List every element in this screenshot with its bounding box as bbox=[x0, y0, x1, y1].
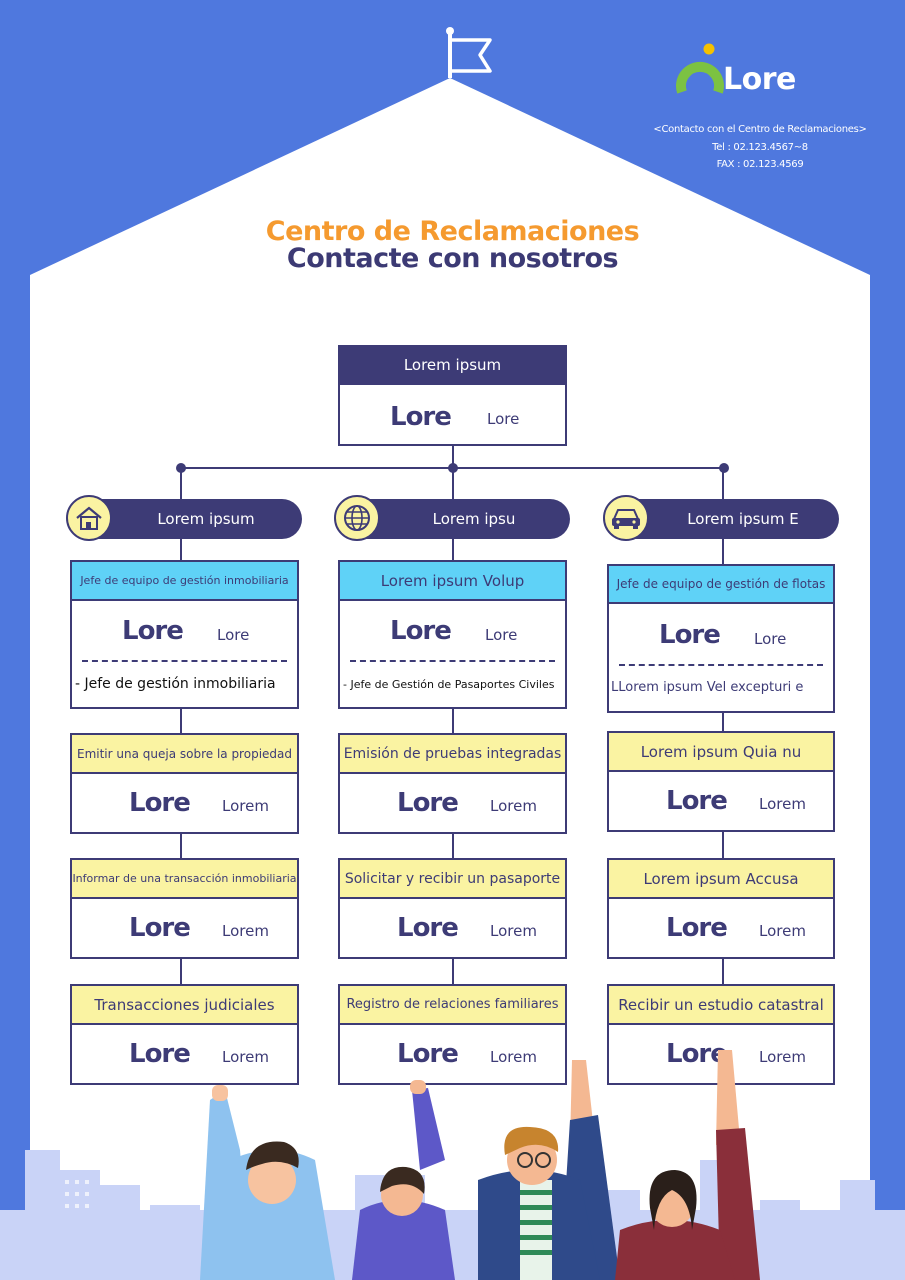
service-big: Lore bbox=[129, 913, 191, 943]
service-head: Registro de relaciones familiares bbox=[340, 986, 565, 1025]
logo-text: Lore bbox=[723, 62, 796, 97]
service-box: Lorem ipsum Quia nu Lore Lorem bbox=[607, 731, 835, 832]
manager-box-2: Jefe de equipo de gestión de flotas Lore… bbox=[607, 564, 835, 713]
page-subtitle: Contacte con nosotros bbox=[286, 243, 619, 274]
service-big: Lore bbox=[397, 1039, 459, 1069]
service-head: Lorem ipsum Quia nu bbox=[609, 733, 833, 772]
service-box: Solicitar y recibir un pasaporte Lore Lo… bbox=[338, 858, 567, 959]
service-big: Lore bbox=[666, 786, 728, 816]
connector-dot bbox=[719, 463, 729, 473]
service-box: Registro de relaciones familiares Lore L… bbox=[338, 984, 567, 1085]
service-big: Lore bbox=[397, 913, 459, 943]
page-title: Centro de Reclamaciones bbox=[265, 216, 640, 247]
connector bbox=[452, 468, 454, 500]
service-small: Lorem bbox=[490, 797, 537, 815]
manager-small: Lore bbox=[217, 626, 250, 644]
manager-big: Lore bbox=[122, 616, 184, 646]
service-small: Lorem bbox=[759, 922, 806, 940]
house-icon bbox=[66, 495, 112, 541]
contact-title: <Contacto con el Centro de Reclamaciones… bbox=[653, 124, 867, 135]
people-illustration bbox=[0, 1050, 905, 1280]
connector bbox=[452, 446, 454, 468]
manager-note: - Jefe de gestión inmobiliaria bbox=[75, 676, 276, 692]
divider bbox=[619, 664, 823, 666]
service-small: Lorem bbox=[490, 922, 537, 940]
manager-box-0: Jefe de equipo de gestión inmobiliaria L… bbox=[70, 560, 299, 709]
service-head: Solicitar y recibir un pasaporte bbox=[340, 860, 565, 899]
manager-small: Lore bbox=[485, 626, 518, 644]
divider bbox=[82, 660, 287, 662]
divider bbox=[350, 660, 555, 662]
service-small: Lorem bbox=[222, 1048, 269, 1066]
service-head: Recibir un estudio catastral bbox=[609, 986, 833, 1025]
service-small: Lorem bbox=[222, 797, 269, 815]
service-head: Emisión de pruebas integradas bbox=[340, 735, 565, 774]
service-box: Emitir una queja sobre la propiedad Lore… bbox=[70, 733, 299, 834]
service-big: Lore bbox=[129, 1039, 191, 1069]
service-box: Lorem ipsum Accusa Lore Lorem bbox=[607, 858, 835, 959]
manager-big: Lore bbox=[659, 620, 721, 650]
service-head: Informar de una transacción inmobiliaria bbox=[72, 860, 297, 899]
car-icon bbox=[603, 495, 649, 541]
connector bbox=[722, 468, 724, 500]
service-small: Lorem bbox=[759, 1048, 806, 1066]
service-big: Lore bbox=[129, 788, 191, 818]
service-big: Lore bbox=[397, 788, 459, 818]
root-small: Lore bbox=[487, 410, 520, 428]
service-box: Transacciones judiciales Lore Lorem bbox=[70, 984, 299, 1085]
manager-head: Lorem ipsum Volup bbox=[340, 562, 565, 601]
manager-big: Lore bbox=[390, 616, 452, 646]
service-head: Transacciones judiciales bbox=[72, 986, 297, 1025]
root-head: Lorem ipsum bbox=[340, 347, 565, 385]
service-box: Emisión de pruebas integradas Lore Lorem bbox=[338, 733, 567, 834]
contact-fax: FAX : 02.123.4569 bbox=[716, 159, 804, 170]
service-box: Informar de una transacción inmobiliaria… bbox=[70, 858, 299, 959]
logo-icon bbox=[676, 43, 724, 94]
globe-icon bbox=[334, 495, 380, 541]
root-box: Lorem ipsum Lore Lore bbox=[338, 345, 567, 446]
service-small: Lorem bbox=[222, 922, 269, 940]
service-head: Emitir una queja sobre la propiedad bbox=[72, 735, 297, 774]
service-small: Lorem bbox=[759, 795, 806, 813]
service-big: Lore bbox=[666, 913, 728, 943]
manager-note: - Jefe de Gestión de Pasaportes Civiles bbox=[343, 678, 555, 691]
service-box: Recibir un estudio catastral Lore Lorem bbox=[607, 984, 835, 1085]
manager-head: Jefe de equipo de gestión de flotas bbox=[609, 566, 833, 604]
connector bbox=[180, 468, 182, 500]
manager-small: Lore bbox=[754, 630, 787, 648]
contact-tel: Tel : 02.123.4567~8 bbox=[712, 142, 808, 153]
root-big: Lore bbox=[390, 402, 452, 432]
manager-note: LLorem ipsum Vel excepturi e bbox=[611, 680, 804, 695]
service-big: Lore bbox=[666, 1039, 728, 1069]
service-small: Lorem bbox=[490, 1048, 537, 1066]
manager-box-1: Lorem ipsum Volup Lore Lore - Jefe de Ge… bbox=[338, 560, 567, 709]
manager-head: Jefe de equipo de gestión inmobiliaria bbox=[72, 562, 297, 601]
service-head: Lorem ipsum Accusa bbox=[609, 860, 833, 899]
